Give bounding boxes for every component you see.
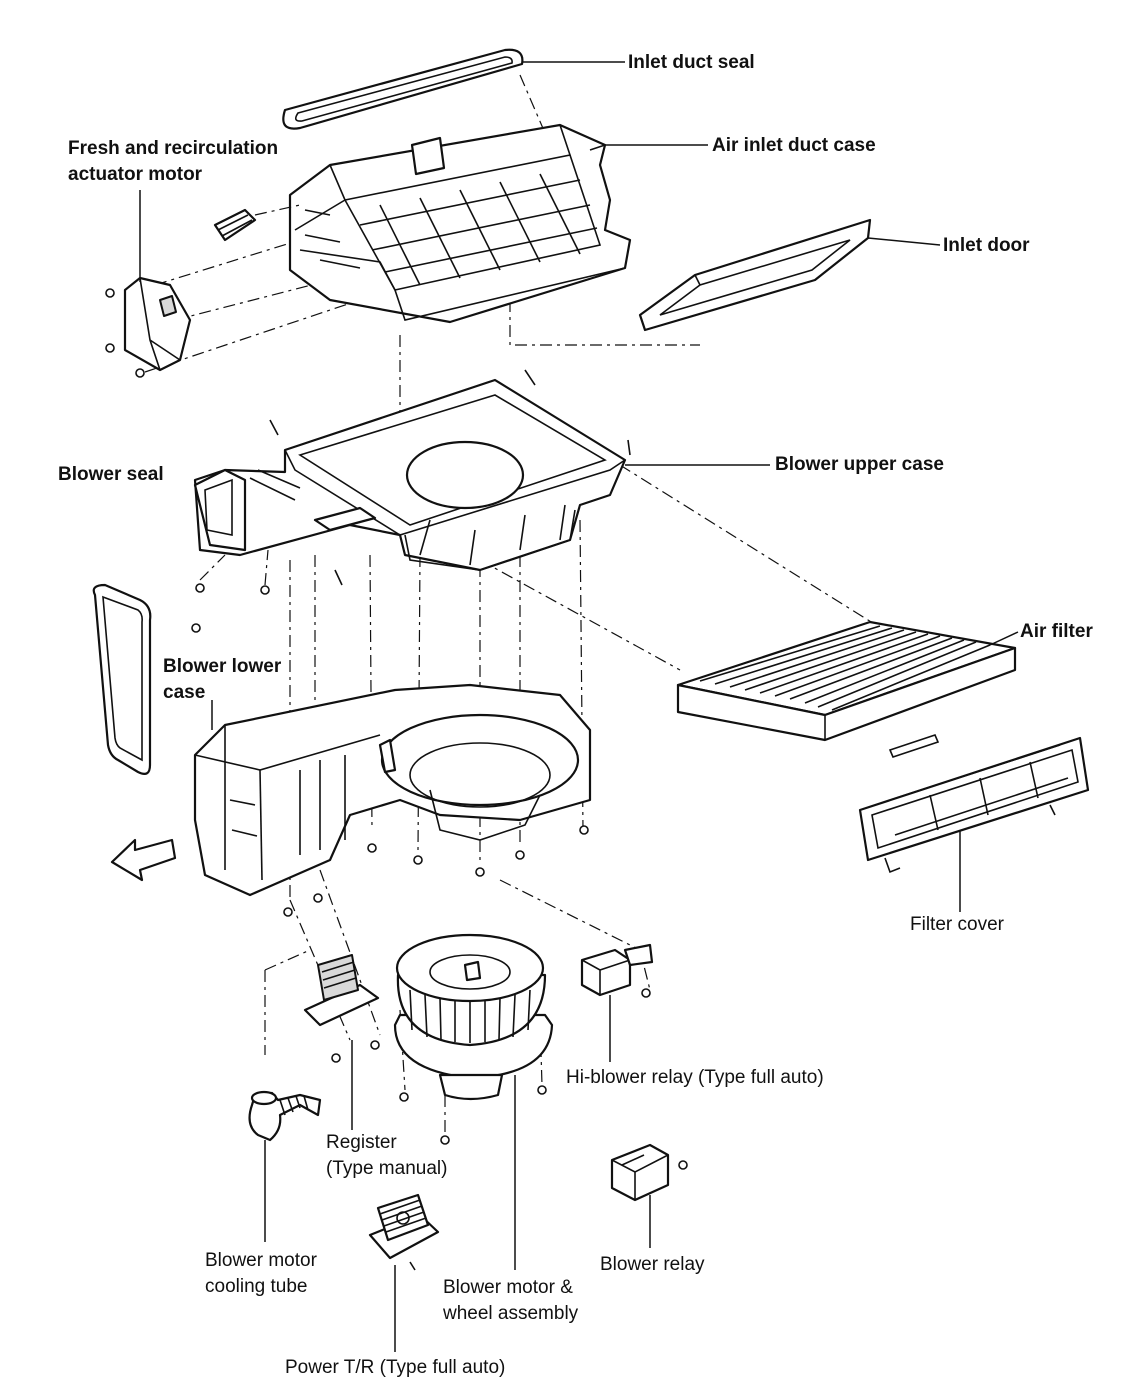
screw-icon	[440, 1135, 450, 1145]
label-inlet-duct-seal: Inlet duct seal	[628, 52, 755, 73]
air-inlet-duct-case	[288, 123, 632, 324]
blower-seal	[92, 583, 152, 775]
screw-icon	[191, 623, 201, 633]
screw-icon	[475, 867, 485, 877]
label-register-line1: Register	[326, 1132, 397, 1153]
screw-icon	[678, 1160, 688, 1170]
label-blower-lower-case-line1: Blower lower	[163, 656, 282, 677]
label-blower-relay: Blower relay	[600, 1254, 705, 1275]
actuator-motor	[105, 204, 301, 378]
inlet-duct-seal	[282, 48, 524, 130]
screw-icon	[313, 893, 323, 903]
label-air-filter: Air filter	[1020, 621, 1093, 642]
screw-icon	[537, 1085, 547, 1095]
blower-upper-case	[193, 369, 631, 586]
blower-relay	[610, 1143, 670, 1202]
screw-icon	[399, 1092, 409, 1102]
label-filter-cover: Filter cover	[910, 914, 1005, 935]
screw-icon	[331, 1053, 341, 1063]
screw-icon	[515, 850, 525, 860]
filter-cover	[858, 736, 1090, 874]
label-hi-blower-relay: Hi-blower relay (Type full auto)	[566, 1067, 824, 1088]
blower-lower-case	[193, 683, 592, 897]
screw-icon	[260, 585, 270, 595]
label-power-tr: Power T/R (Type full auto)	[285, 1357, 505, 1378]
blower-motor-wheel-assembly	[393, 933, 554, 1101]
air-filter	[676, 620, 1017, 758]
label-motor-wheel-line1: Blower motor &	[443, 1277, 573, 1298]
label-actuator-line1: Fresh and recirculation	[68, 138, 278, 159]
labels: Inlet duct seal Air inlet duct case Fres…	[58, 52, 1093, 1378]
leader-lines	[139, 61, 1019, 1352]
label-blower-lower-case-line2: case	[163, 682, 205, 703]
screw-icon	[413, 855, 423, 865]
label-motor-wheel-line2: wheel assembly	[442, 1303, 579, 1324]
screw-icon	[283, 907, 293, 917]
inlet-door	[638, 218, 872, 332]
screws	[191, 583, 688, 1170]
label-blower-seal: Blower seal	[58, 464, 164, 485]
screw-icon	[370, 1040, 380, 1050]
label-air-inlet-duct-case: Air inlet duct case	[712, 135, 876, 156]
blower-motor-cooling-tube	[248, 1090, 322, 1142]
label-blower-upper-case: Blower upper case	[775, 454, 944, 475]
power-tr	[368, 1193, 440, 1271]
register	[303, 954, 380, 1027]
label-cooling-tube-line1: Blower motor	[205, 1250, 318, 1271]
screw-icon	[367, 843, 377, 853]
airflow-direction-arrow-icon	[110, 838, 177, 882]
screw-icon	[579, 825, 589, 835]
label-cooling-tube-line2: cooling tube	[205, 1276, 307, 1297]
label-inlet-door: Inlet door	[943, 235, 1030, 256]
screw-icon	[195, 583, 205, 593]
hi-blower-relay	[580, 943, 654, 997]
label-register-line2: (Type manual)	[326, 1158, 447, 1179]
label-actuator-line2: actuator motor	[68, 164, 203, 185]
screw-icon	[641, 988, 651, 998]
